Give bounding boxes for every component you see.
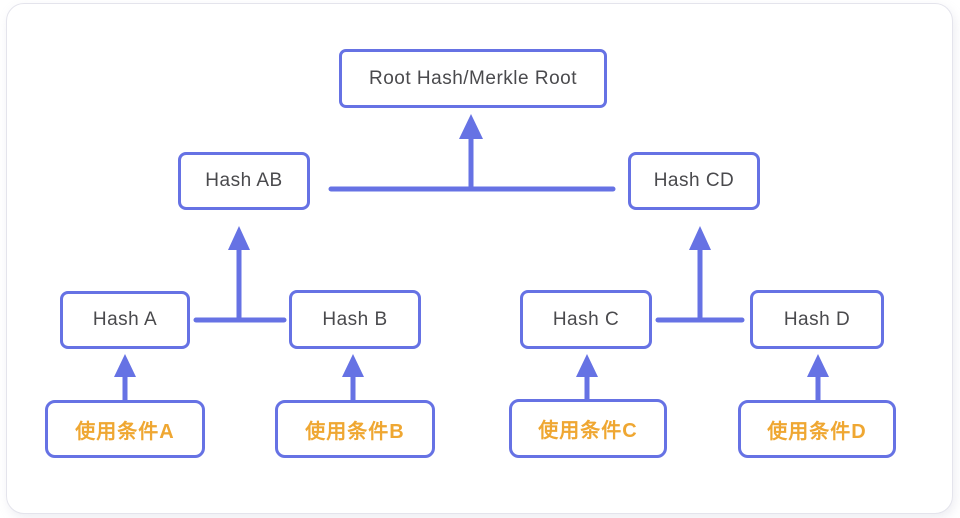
node-hash-ab: Hash AB	[178, 152, 310, 210]
node-condition-a: 使用条件A	[45, 400, 205, 458]
node-condition-d: 使用条件D	[738, 400, 896, 458]
node-hash-a: Hash A	[60, 291, 190, 349]
node-condition-c: 使用条件C	[509, 399, 667, 458]
node-hash-b: Hash B	[289, 290, 421, 349]
node-hash-d: Hash D	[750, 290, 884, 349]
node-root-hash: Root Hash/Merkle Root	[339, 49, 607, 108]
node-condition-b: 使用条件B	[275, 400, 435, 458]
node-hash-c: Hash C	[520, 290, 652, 349]
node-hash-cd: Hash CD	[628, 152, 760, 210]
